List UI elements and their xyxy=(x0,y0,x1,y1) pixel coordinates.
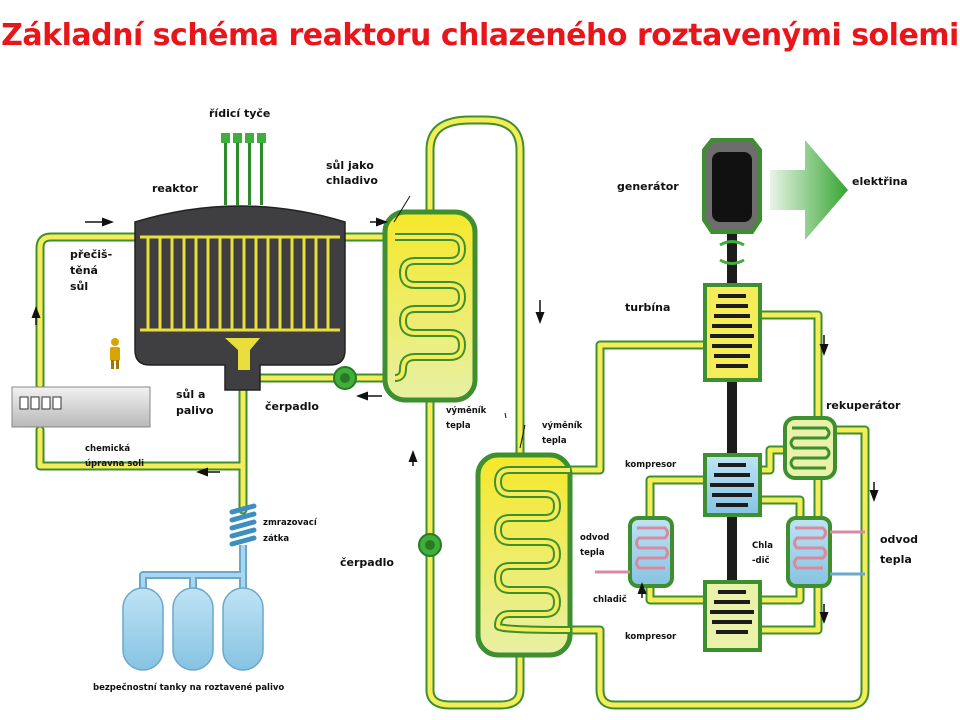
label-purified-salt-3: sůl xyxy=(70,280,88,293)
label-heat-out-right-1: odvod xyxy=(880,533,918,546)
label-compressor-1: kompresor xyxy=(625,460,677,470)
control-rods xyxy=(221,133,266,205)
label-reactor: reaktor xyxy=(152,182,198,195)
heat-exchanger-2 xyxy=(475,452,573,658)
label-chem-plant-1: chemická xyxy=(85,444,130,454)
label-pump-1: čerpadlo xyxy=(265,400,319,413)
label-hx2-2: tepla xyxy=(542,436,567,446)
label-pump-2: čerpadlo xyxy=(340,556,394,569)
label-freeze-plug-2: zátka xyxy=(263,534,289,544)
label-recuperator: rekuperátor xyxy=(826,399,901,412)
compressor-lower xyxy=(703,580,762,652)
pump-secondary xyxy=(418,533,442,557)
label-salt-fuel-2: palivo xyxy=(176,404,214,417)
worker-figure xyxy=(110,338,120,369)
label-cooler-2-1: Chla xyxy=(752,541,773,551)
flow-arrows xyxy=(31,217,879,624)
heat-exchanger-1 xyxy=(382,209,478,403)
cooler-right xyxy=(786,516,865,588)
generator xyxy=(702,138,762,265)
label-cooler-2-2: -dič xyxy=(752,555,770,566)
label-freeze-plug-1: zmrazovací xyxy=(263,518,318,528)
recuperator xyxy=(783,416,837,480)
label-salt-coolant-2: chladivo xyxy=(326,174,378,187)
chemical-plant xyxy=(11,386,151,428)
electricity-arrow xyxy=(770,140,848,240)
label-electricity: elektřina xyxy=(852,175,908,188)
label-purified-salt-1: přečiš- xyxy=(70,248,112,261)
label-heat-out-left-1: odvod xyxy=(580,533,609,543)
label-heat-out-left-2: tepla xyxy=(580,548,605,558)
label-control-rods: řídicí tyče xyxy=(209,107,270,120)
freeze-plug xyxy=(229,503,257,547)
pump-primary xyxy=(333,366,357,390)
reactor-vessel xyxy=(134,205,346,391)
turbine xyxy=(703,283,762,382)
cooler-left xyxy=(595,516,674,588)
label-salt-fuel-1: sůl a xyxy=(176,388,205,401)
label-purified-salt-2: těná xyxy=(70,264,98,277)
label-hx1-1: výměník xyxy=(446,405,487,416)
label-cooler-1: chladič xyxy=(593,594,627,605)
label-chem-plant-2: úpravna soli xyxy=(85,459,144,469)
diagram-title: Základní schéma reaktoru chlazeného rozt… xyxy=(1,18,959,53)
label-turbine: turbína xyxy=(625,301,670,314)
label-hx1-2: tepla xyxy=(446,421,471,431)
safety-tanks xyxy=(122,587,264,671)
compressor-upper xyxy=(703,453,762,517)
label-generator: generátor xyxy=(617,180,679,193)
label-salt-coolant-1: sůl jako xyxy=(326,159,374,172)
label-heat-out-right-2: tepla xyxy=(880,553,912,566)
label-safety-tanks: bezpečnostní tanky na roztavené palivo xyxy=(93,682,284,693)
label-hx2-1: výměník xyxy=(542,420,583,431)
leader-lines xyxy=(393,195,526,449)
label-compressor-2: kompresor xyxy=(625,632,677,642)
turbine-shaft xyxy=(727,220,737,650)
